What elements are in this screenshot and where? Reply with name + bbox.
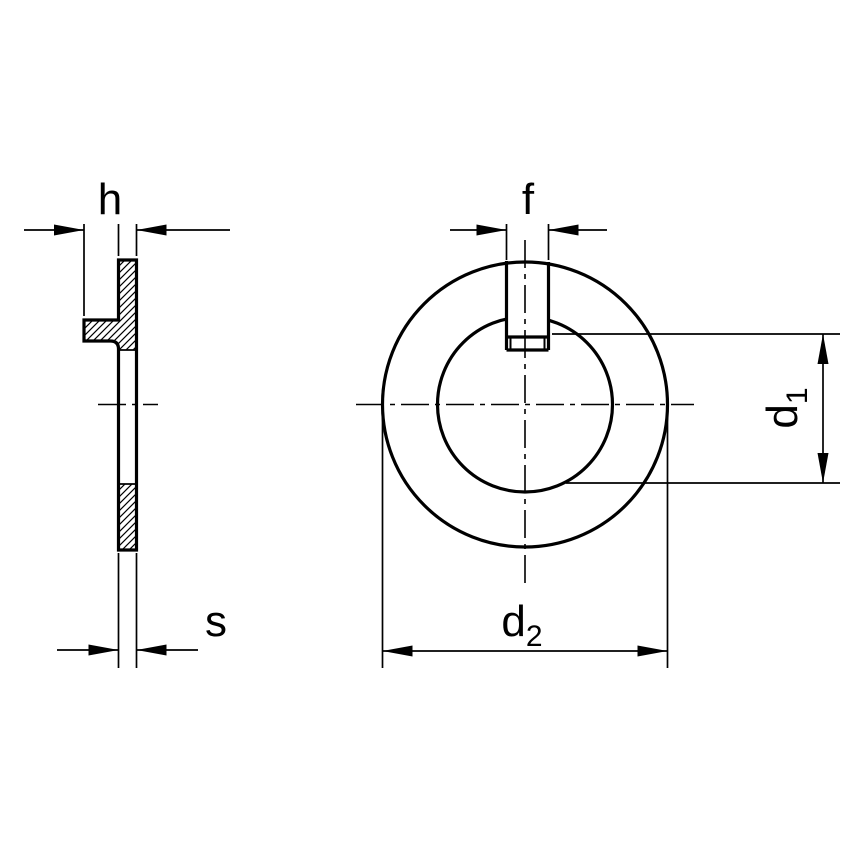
washer-section-outline [82, 258, 139, 552]
d1-label: d1 [758, 387, 814, 428]
d2-label-letter: d [501, 597, 525, 646]
section-view [82, 258, 158, 552]
front-view [356, 240, 694, 584]
dimension-f: f [450, 175, 607, 260]
dimension-d2: d2 [381, 412, 669, 668]
s-arrowhead-left [88, 644, 119, 656]
dimension-h: h [24, 175, 230, 316]
d2-arrowhead-right [637, 645, 668, 657]
d1-arrowhead-bottom [817, 453, 829, 483]
h-label: h [98, 175, 122, 224]
dimension-s: s [57, 553, 227, 668]
d1-arrowhead-top [817, 334, 829, 364]
h-arrowhead-left [54, 224, 84, 236]
section-hatch-top [84, 260, 137, 350]
s-label: s [205, 597, 227, 646]
d2-label-subscript: 2 [526, 620, 543, 653]
d1-label-letter: d [758, 404, 807, 428]
f-arrowhead-left [476, 224, 507, 236]
d2-label: d2 [501, 597, 542, 653]
dimension-d1: d1 [552, 333, 840, 484]
section-hatch-bottom [118, 484, 137, 550]
d1-label-subscript: 1 [781, 387, 814, 404]
f-label: f [522, 175, 535, 224]
tab-mask [508, 266, 547, 347]
f-arrowhead-right [548, 224, 579, 236]
h-arrowhead-right [136, 224, 167, 236]
d2-arrowhead-left [382, 645, 413, 657]
s-arrowhead-right [136, 644, 167, 656]
